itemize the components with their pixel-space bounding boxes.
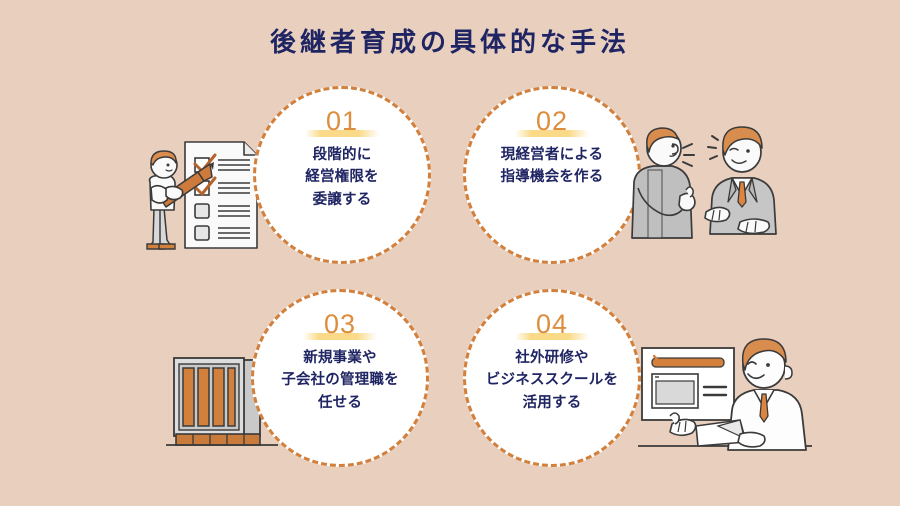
step-number-wrap-04: 04 bbox=[514, 308, 589, 340]
step-text-line: 任せる bbox=[317, 394, 363, 411]
number-highlight-01 bbox=[304, 130, 379, 137]
presentation-person-icon bbox=[636, 334, 812, 469]
step-text-line: 経営権限を bbox=[305, 169, 379, 186]
step-number-04: 04 bbox=[535, 308, 569, 339]
step-number-wrap-01: 01 bbox=[304, 105, 379, 137]
number-highlight-02 bbox=[514, 130, 589, 137]
step-number-02: 02 bbox=[535, 105, 569, 136]
step-text-line: 委譲する bbox=[312, 191, 372, 208]
step-number-03: 03 bbox=[323, 308, 357, 339]
step-text-line: ビジネススクールを bbox=[485, 372, 619, 389]
step-number-wrap-02: 02 bbox=[514, 105, 589, 137]
step-text-line: 子会社の管理職を bbox=[281, 372, 399, 389]
page-title: 後継者育成の具体的な手法 bbox=[269, 27, 630, 57]
number-highlight-03 bbox=[302, 333, 377, 340]
step-text-02: 現経営者による 指導機会を作る bbox=[469, 144, 635, 189]
step-text-line: 活用する bbox=[522, 394, 582, 411]
step-text-line: 社外研修や bbox=[515, 350, 589, 366]
step-text-03: 新規事業や 子会社の管理職を 任せる bbox=[257, 347, 423, 414]
mentoring-two-people-icon bbox=[620, 110, 786, 250]
office-building-icon bbox=[166, 348, 278, 453]
step-circle-01[interactable]: 01 段階的に 経営権限を 委譲する bbox=[253, 86, 431, 264]
step-text-01: 段階的に 経営権限を 委譲する bbox=[259, 144, 425, 211]
step-text-04: 社外研修や ビジネススクールを 活用する bbox=[469, 347, 635, 414]
checklist-person-icon bbox=[140, 136, 266, 259]
step-text-line: 指導機会を作る bbox=[500, 169, 604, 186]
step-circle-02[interactable]: 02 現経営者による 指導機会を作る bbox=[463, 86, 641, 264]
step-text-line: 現経営者による bbox=[500, 147, 604, 163]
step-text-line: 新規事業や bbox=[303, 350, 377, 366]
step-number-wrap-03: 03 bbox=[302, 308, 377, 340]
step-circle-03[interactable]: 03 新規事業や 子会社の管理職を 任せる bbox=[251, 289, 429, 467]
step-text-line: 段階的に bbox=[312, 147, 372, 163]
step-number-01: 01 bbox=[325, 105, 359, 136]
step-circle-04[interactable]: 04 社外研修や ビジネススクールを 活用する bbox=[463, 289, 641, 467]
number-highlight-04 bbox=[514, 333, 589, 340]
